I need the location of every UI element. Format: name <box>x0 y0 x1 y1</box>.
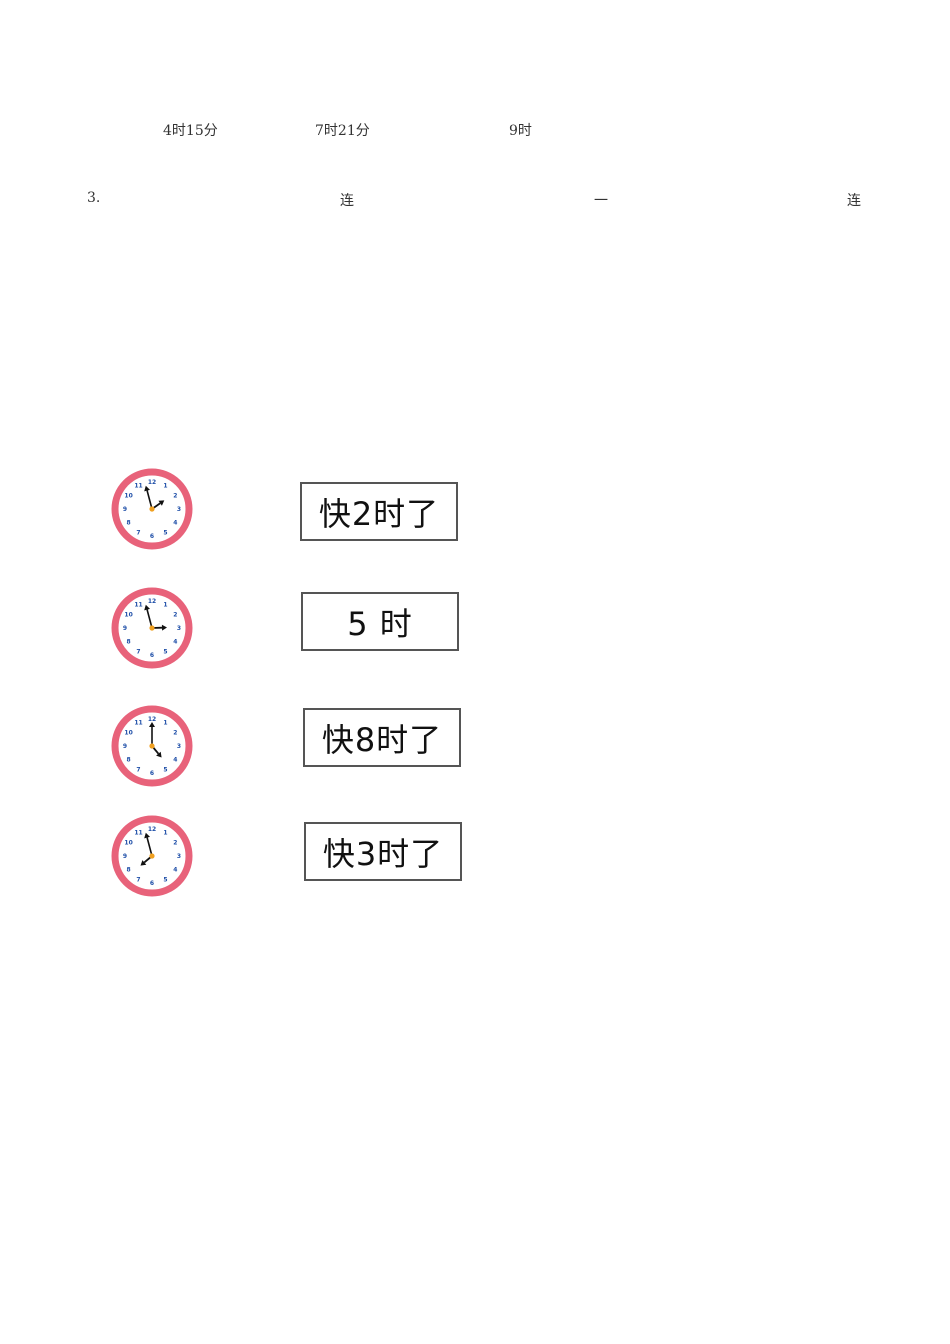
svg-text:5: 5 <box>163 529 167 536</box>
svg-text:9: 9 <box>123 506 127 513</box>
answer-text: 快3时了 <box>322 834 444 873</box>
svg-text:7: 7 <box>136 648 140 655</box>
svg-text:10: 10 <box>124 730 132 737</box>
svg-text:3: 3 <box>177 853 181 860</box>
svg-text:7: 7 <box>136 529 140 536</box>
svg-text:12: 12 <box>148 716 156 723</box>
svg-text:1: 1 <box>163 830 167 837</box>
question-title-char-2: 一 <box>594 193 608 209</box>
time-option-3: 9时 <box>509 123 532 139</box>
answer-text: 快8时了 <box>321 720 443 759</box>
svg-text:6: 6 <box>150 652 154 659</box>
svg-text:11: 11 <box>134 830 142 837</box>
svg-text:4: 4 <box>173 867 177 874</box>
svg-text:10: 10 <box>124 493 132 500</box>
svg-text:11: 11 <box>134 602 142 609</box>
svg-text:7: 7 <box>136 876 140 883</box>
svg-text:1: 1 <box>163 602 167 609</box>
svg-text:6: 6 <box>150 880 154 887</box>
svg-text:1: 1 <box>163 483 167 490</box>
svg-text:3: 3 <box>177 625 181 632</box>
svg-text:9: 9 <box>123 853 127 860</box>
svg-text:5: 5 <box>163 766 167 773</box>
svg-text:10: 10 <box>124 840 132 847</box>
svg-text:5: 5 <box>163 648 167 655</box>
svg-text:3: 3 <box>177 743 181 750</box>
answer-text: 5 时 <box>347 604 413 643</box>
svg-text:12: 12 <box>148 598 156 605</box>
svg-text:7: 7 <box>136 766 140 773</box>
svg-text:9: 9 <box>123 743 127 750</box>
svg-text:8: 8 <box>127 757 131 764</box>
svg-text:2: 2 <box>173 612 177 619</box>
svg-text:10: 10 <box>124 612 132 619</box>
svg-text:4: 4 <box>173 520 177 527</box>
svg-text:11: 11 <box>134 720 142 727</box>
svg-text:5: 5 <box>163 876 167 883</box>
time-option-1: 4时15分 <box>163 123 218 139</box>
question-title-char-3: 连 <box>847 193 861 209</box>
svg-text:12: 12 <box>148 826 156 833</box>
answer-box-2[interactable]: 5 时 <box>301 592 459 651</box>
question-number: 3. <box>87 190 101 206</box>
svg-text:3: 3 <box>177 506 181 513</box>
svg-text:6: 6 <box>150 533 154 540</box>
svg-text:4: 4 <box>173 757 177 764</box>
answer-box-4[interactable]: 快3时了 <box>304 822 462 881</box>
answer-text: 快2时了 <box>318 494 440 533</box>
question-title-char-1: 连 <box>340 193 354 209</box>
time-option-2: 7时21分 <box>315 123 370 139</box>
svg-text:11: 11 <box>134 483 142 490</box>
svg-text:2: 2 <box>173 493 177 500</box>
svg-text:6: 6 <box>150 770 154 777</box>
svg-text:4: 4 <box>173 639 177 646</box>
svg-text:12: 12 <box>148 479 156 486</box>
svg-text:2: 2 <box>173 840 177 847</box>
svg-text:1: 1 <box>163 720 167 727</box>
svg-text:2: 2 <box>173 730 177 737</box>
answer-box-3[interactable]: 快8时了 <box>303 708 461 767</box>
answer-box-1[interactable]: 快2时了 <box>300 482 458 541</box>
svg-text:8: 8 <box>127 639 131 646</box>
svg-text:8: 8 <box>127 867 131 874</box>
svg-text:8: 8 <box>127 520 131 527</box>
svg-text:9: 9 <box>123 625 127 632</box>
